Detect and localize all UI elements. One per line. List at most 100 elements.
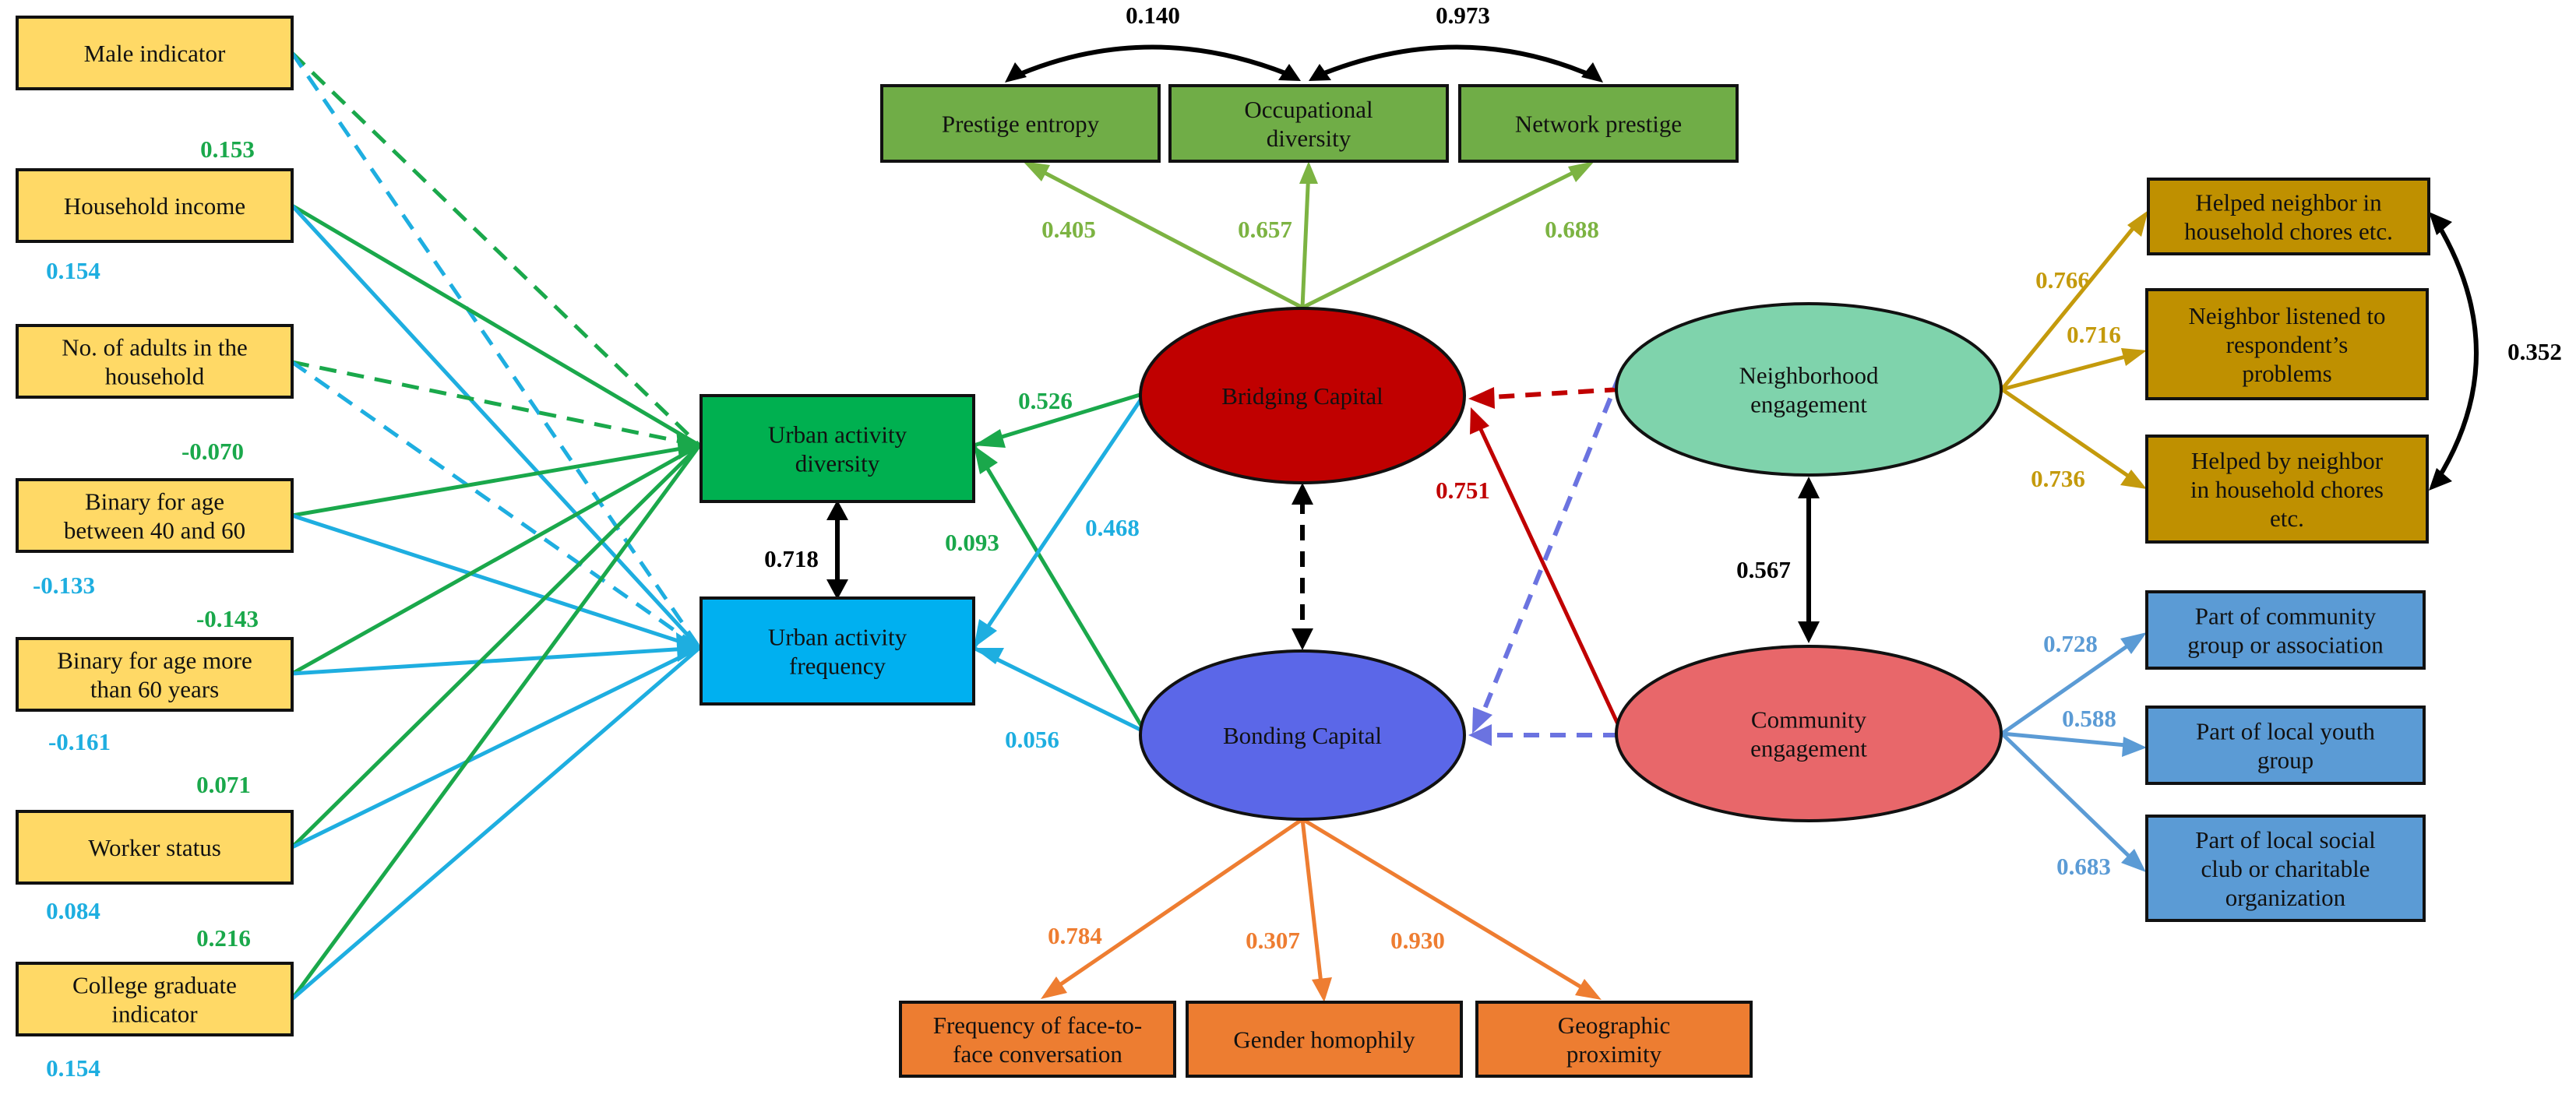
node-shape-male — [16, 16, 294, 90]
path-college-to-diversity — [290, 444, 702, 1001]
coef-college-uaf: 0.154 — [46, 1054, 100, 1082]
node-label-net-prestige-line-1: Network prestige — [1515, 111, 1682, 138]
coef-age60-uad: -0.143 — [196, 605, 259, 632]
node-label-age40-line-1: Binary for age — [85, 488, 224, 516]
arrowhead-neighborhood-to-bridging — [1468, 387, 1495, 409]
node-label-gender-homophily-line-1: Gender homophily — [1233, 1026, 1415, 1054]
coef-load-helped-neighbor: 0.766 — [2035, 266, 2090, 294]
node-shape-part-youth — [2145, 706, 2426, 785]
path-bonding-to-frequency — [972, 646, 1147, 734]
coefficients-layer: 0.140 0.973 0.405 0.657 0.688 0.153 0.15… — [33, 2, 2562, 1082]
arrowhead-neighbor-listened — [2121, 348, 2147, 366]
coef-load-part-social: 0.683 — [2056, 853, 2111, 880]
coef-bridging-uaf: 0.468 — [1085, 514, 1140, 541]
arrowhead-bonding-to-diversity — [974, 445, 998, 474]
node-label-geo-prox-line-1: Geographic — [1558, 1012, 1671, 1039]
path-worker-to-frequency — [291, 646, 701, 850]
node-label-part-youth-line-1: Part of local youth — [2196, 718, 2375, 745]
path-age40-to-frequency — [291, 513, 700, 650]
path-bonding-to-diversity — [971, 444, 1147, 734]
coef-cov-pe-od: 0.140 — [1126, 2, 1180, 29]
node-label-part-community-line-2: group or association — [2187, 632, 2384, 659]
node-label-neighborhood-line-2: engagement — [1750, 391, 1867, 418]
node-label-part-community-line-1: Part of community — [2195, 603, 2377, 630]
coef-load-np: 0.688 — [1545, 216, 1599, 243]
node-shape-bridging — [1139, 307, 1466, 484]
arrowhead-arc-np — [1581, 62, 1603, 83]
coef-bonding-uad: 0.093 — [945, 529, 999, 556]
covariance-arc-occupational-network — [1315, 44, 1598, 80]
loading-bonding-gender-homophily — [1300, 818, 1324, 991]
node-bonding: Bonding Capital — [1139, 649, 1466, 821]
node-shape-helped-neighbor — [2147, 178, 2430, 255]
node-shape-net-prestige — [1458, 84, 1739, 163]
arrowhead-bb-top — [1292, 483, 1313, 505]
arrowhead-bridging-to-diversity — [974, 429, 1006, 448]
path-community-to-bridging — [1476, 423, 1621, 727]
coef-cov-uad-uaf: 0.718 — [764, 545, 819, 572]
node-shape-geo-prox — [1475, 1001, 1753, 1078]
coef-load-od: 0.657 — [1238, 216, 1292, 243]
arrowhead-community-to-bonding — [1468, 724, 1492, 746]
node-label-part-social-line-2: club or charitable — [2201, 855, 2370, 882]
coef-load-neighbor-listened: 0.716 — [2067, 321, 2121, 348]
node-shape-college — [16, 962, 294, 1036]
arrowhead-bonding-to-frequency — [974, 648, 1004, 664]
node-label-college-line-2: indicator — [111, 1001, 198, 1028]
path-college-to-frequency — [291, 646, 701, 1001]
node-label-helped-neighbor-line-2: household chores etc. — [2184, 218, 2393, 245]
node-shape-freq-face — [899, 1001, 1176, 1078]
arrowhead-arc-od-right — [1309, 64, 1331, 81]
arrowhead-part-social — [2121, 849, 2146, 872]
coef-load-gender: 0.307 — [1246, 927, 1300, 954]
node-bridging: Bridging Capital — [1139, 307, 1466, 484]
node-label-uad-line-1: Urban activity — [768, 421, 907, 449]
coef-worker-uaf: 0.084 — [46, 897, 100, 924]
arrowhead-cov-urban-top — [826, 500, 848, 520]
node-shape-neighbor-listened — [2145, 288, 2429, 400]
arrowhead-arc-pe — [1005, 62, 1027, 83]
arrowhead-arc-helped-top — [2429, 212, 2452, 235]
coef-age40-uad: -0.070 — [181, 438, 244, 465]
arrowhead-network-prestige — [1568, 161, 1595, 182]
node-shape-prestige-entropy — [880, 84, 1161, 163]
arrowhead-occupational-diversity — [1299, 161, 1318, 184]
loading-bridging-prestige-entropy — [1031, 164, 1304, 310]
arrowhead-bb-bottom — [1292, 628, 1313, 650]
node-male: Male indicator — [16, 16, 294, 90]
node-label-neighbor-listened-line-1: Neighbor listened to — [2188, 302, 2385, 329]
path-income-to-frequency — [291, 204, 701, 649]
node-label-age40-line-2: between 40 and 60 — [64, 517, 245, 544]
arrowhead-cov-urban-bottom — [826, 579, 848, 600]
node-label-bridging-line-1: Bridging Capital — [1221, 382, 1383, 410]
node-label-uaf-line-2: frequency — [789, 653, 886, 680]
covariance-arc-prestige-occupational — [1010, 44, 1295, 80]
arrowhead-nc-bottom — [1798, 621, 1820, 643]
loading-community-part-social — [2000, 732, 2137, 864]
node-shape-community — [1615, 645, 2003, 822]
path-neighborhood-to-bonding — [1479, 372, 1623, 718]
arrowhead-part-community — [2120, 632, 2147, 654]
coef-age60-uaf: -0.161 — [48, 728, 111, 755]
node-label-male-line-1: Male indicator — [84, 40, 226, 67]
arrowhead-neighborhood-to-bonding — [1472, 707, 1492, 734]
coef-bridging-uad: 0.526 — [1018, 387, 1073, 414]
node-shape-helped-by — [2145, 435, 2429, 544]
path-adults-to-diversity — [291, 360, 700, 448]
node-shape-occ-div — [1168, 84, 1449, 163]
node-label-community-line-1: Community — [1751, 706, 1867, 734]
node-label-income-line-1: Household income — [64, 192, 245, 220]
arrowhead-part-youth — [2122, 737, 2147, 757]
loading-neighborhood-neighbor-listened — [2001, 352, 2135, 392]
node-label-community-line-2: engagement — [1750, 735, 1867, 762]
node-label-occ-div-line-1: Occupational — [1244, 96, 1373, 123]
node-label-part-social-line-3: organization — [2225, 884, 2346, 911]
loading-bonding-geo-proximity — [1301, 817, 1592, 995]
